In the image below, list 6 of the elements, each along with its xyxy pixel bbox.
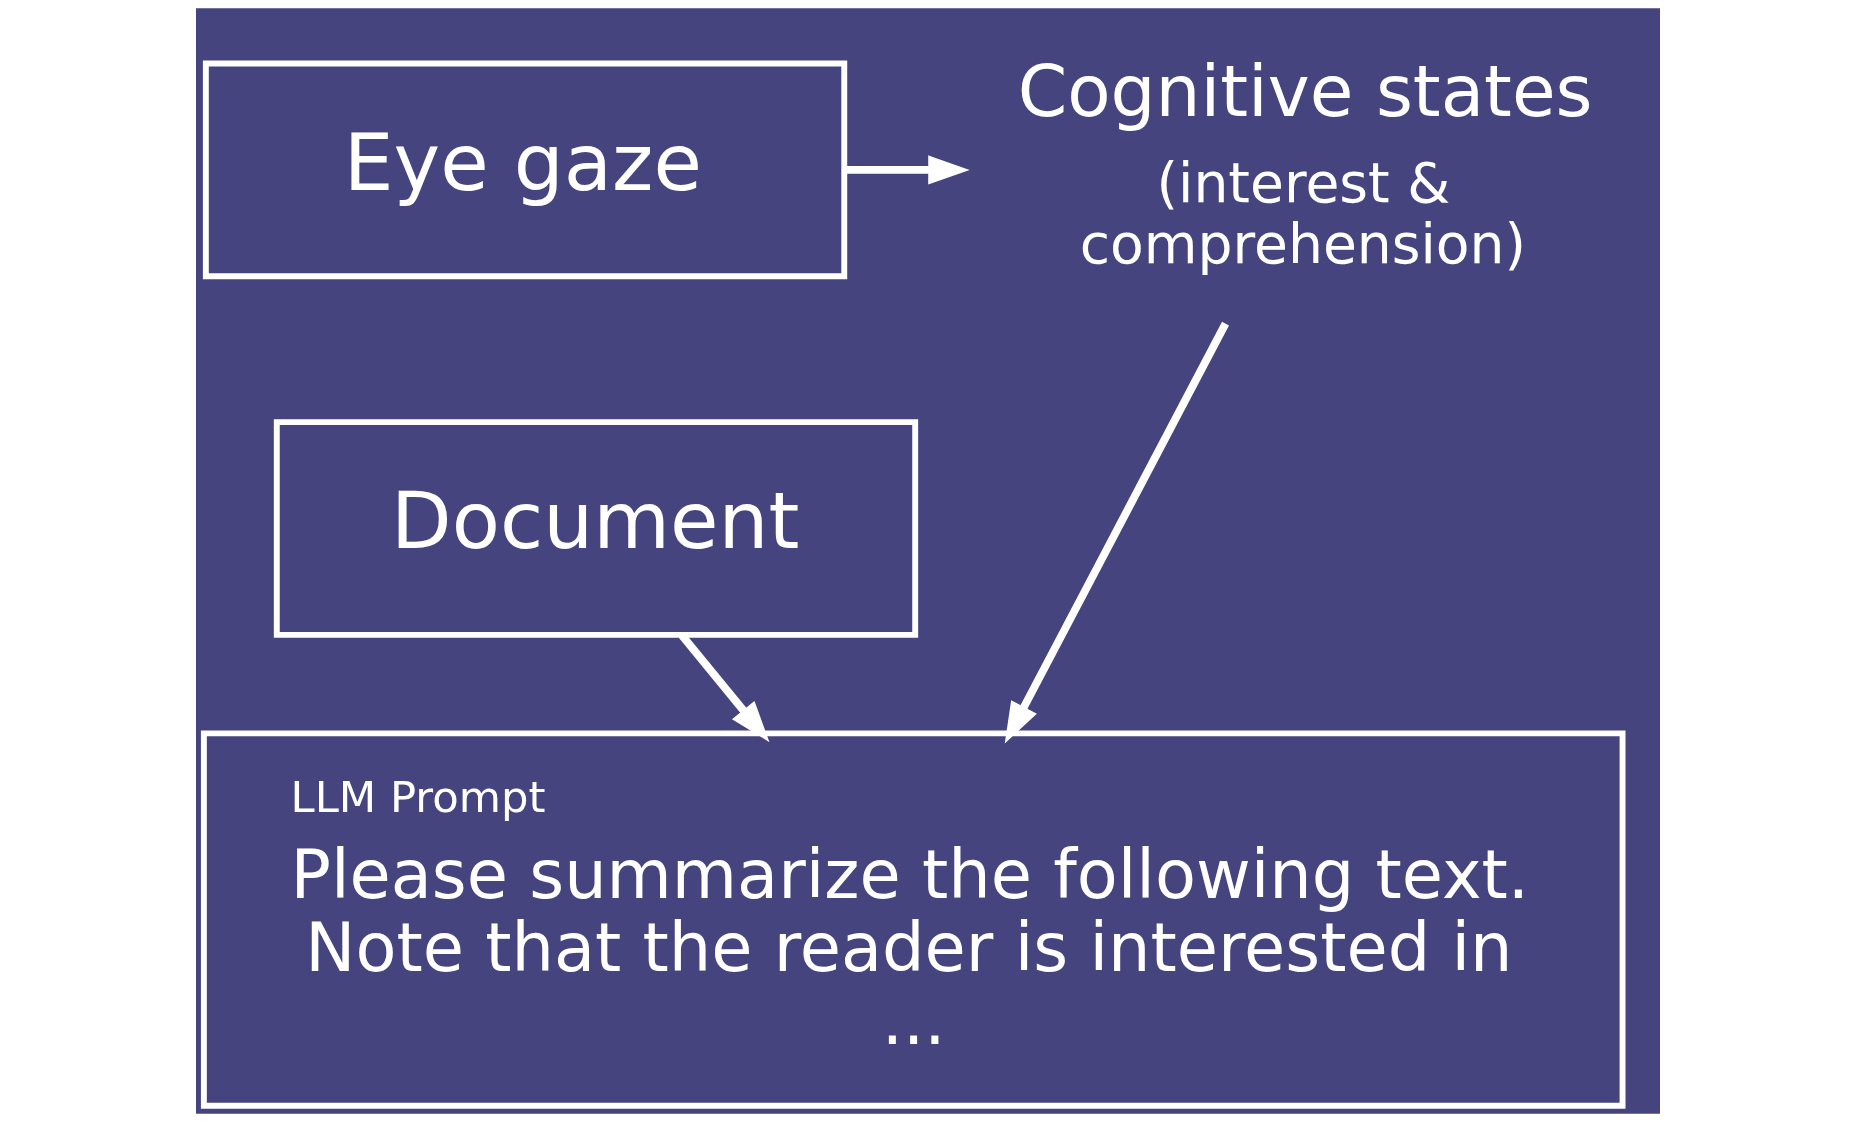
arrow (1004, 321, 1229, 744)
node-text: Cognitive states (interest & comprehension) (1017, 50, 1593, 277)
node-box: LLM Prompt Please summarize the following text. Note that the reader is interested in ... (200, 730, 1625, 1109)
node-box: Document (273, 419, 918, 638)
node-box: Eye gaze (202, 60, 847, 280)
arrow (843, 155, 970, 185)
